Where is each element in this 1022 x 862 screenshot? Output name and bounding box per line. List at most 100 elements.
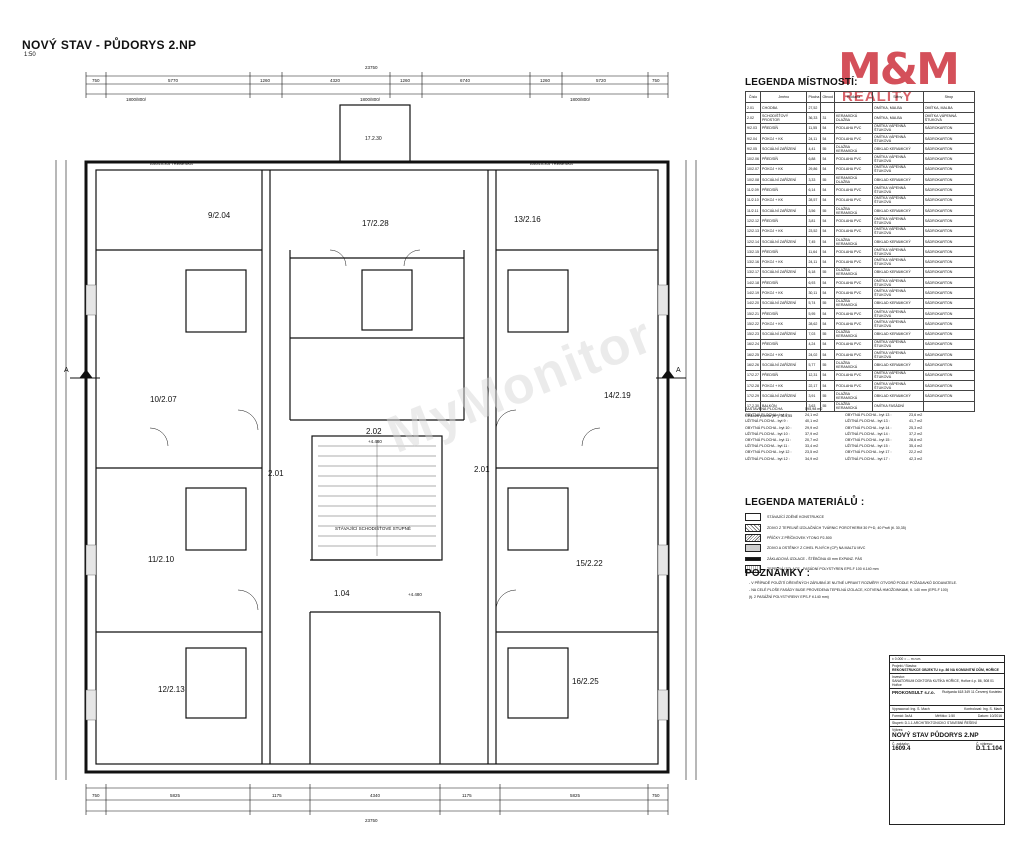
room-label: 2.01 <box>268 469 284 478</box>
dim: 5825 <box>570 793 581 798</box>
room-label: 1.04 <box>334 589 350 598</box>
room-label: 17.2.30 <box>365 136 382 142</box>
drawing-name: NOVÝ STAV PŮDORYS 2.NP <box>892 732 979 739</box>
notes-title: POZNÁMKY : <box>745 568 811 579</box>
note-item: (tj. 2 PASÁŽNÍ POLYSTYRENY EPS-F tl.140 … <box>749 595 829 599</box>
dim: 1260 <box>260 78 271 83</box>
room-table: Číslo Jméno Plocha Obvod Podlaha Stěny S… <box>745 91 976 412</box>
room-legend-title: LEGENDA MÍSTNOSTÍ: <box>745 77 858 88</box>
material-item: STÁVAJÍCÍ ZDĚNÉ KONSTRUKCE <box>745 512 985 522</box>
dim: 1800/800/ <box>126 97 147 102</box>
title-block: ± 0.000 = ... m.n.m. Projekt / Stavba: R… <box>889 655 1005 825</box>
wall-label: ANGLICKÁ TŘĚBENKA <box>530 161 573 166</box>
room-label: 13/2.16 <box>514 215 541 224</box>
dim: 5825 <box>170 793 181 798</box>
material-item: ZDIVO Z TEPELNĚ IZOLAČNÍCH TVÁRNIC POROT… <box>745 522 985 532</box>
section-mark: A <box>676 367 681 374</box>
material-item: TEPELNÁ IZOLACE - FASÁDNÍ POLYSTYREN EPS… <box>745 564 985 574</box>
room-label: 10/2.07 <box>150 395 177 404</box>
material-item: PŘÍČKY Z PŘÍČKOVEK YTONG P2-500 <box>745 533 985 543</box>
table-header-row: Číslo Jméno Plocha Obvod Podlaha Stěny S… <box>745 91 976 103</box>
room-legend: LEGENDA MÍSTNOSTÍ: Číslo Jméno Plocha Ob… <box>745 77 980 418</box>
job-number: 1609.4 <box>892 746 911 752</box>
dim-total: 23750 <box>365 818 378 823</box>
room-label: 2.02 <box>366 427 382 436</box>
material-legend: LEGENDA MATERIÁLŮ : STÁVAJÍCÍ ZDĚNÉ KONS… <box>745 497 985 574</box>
drawing-scale: 1:50 <box>24 52 36 58</box>
room-label: 2.01 <box>474 465 490 474</box>
notes-section: POZNÁMKY : - V PŘÍPADĚ POUŽITÍ DŘEVĚNÝCH… <box>745 568 985 600</box>
note-item: - V PŘÍPADĚ POUŽITÍ DŘEVĚNÝCH ZÁRUBNÍ JE… <box>749 581 958 585</box>
room-label: 16/2.25 <box>572 677 599 686</box>
dim: 1260 <box>540 78 551 83</box>
dim: 750 <box>92 78 100 83</box>
dim: 750 <box>652 78 660 83</box>
dim: 1175 <box>272 793 282 798</box>
level-label: +4.480 <box>368 439 382 444</box>
material-legend-title: LEGENDA MATERIÁLŮ : <box>745 497 865 508</box>
firm-block: PROKONSULT s.r.o. Rudyarda 618 349 11 Če… <box>890 689 1004 706</box>
note-item: - NA CELÉ PLOŠE FASÁDY BUDE PROVEDENA TE… <box>749 588 948 592</box>
dim: 5720 <box>596 78 607 83</box>
room-label: 12/2.13 <box>158 685 185 694</box>
room-label: 17/2.28 <box>362 219 389 228</box>
level-label: +4.480 <box>408 592 422 597</box>
dim: 750 <box>92 793 100 798</box>
room-label: 14/2.19 <box>604 391 631 400</box>
dim: 4320 <box>330 78 341 83</box>
material-item: ZÁKLADOVÁ IZOLACE - ŠTĚBČINA 40 mm EXPAN… <box>745 554 985 564</box>
floor-plan: 9/2.04 17/2.28 13/2.16 10/2.07 14/2.19 2… <box>55 65 697 823</box>
material-item: ZDIVO A OSTĚNKY Z CIHEL PLNÝCH (CP) NA M… <box>745 543 985 553</box>
dim: 1175 <box>462 793 472 798</box>
section-mark: A <box>64 367 69 374</box>
dim: 6740 <box>460 78 471 83</box>
dim: 4340 <box>370 793 381 798</box>
room-label: 11/2.10 <box>148 555 175 564</box>
stair-label: STÁVAJÍCÍ SCHODIŠŤOVÉ STUPNĚ <box>335 524 411 531</box>
room-label: 9/2.04 <box>208 211 231 220</box>
dim: 5770 <box>168 78 179 83</box>
dim: 1800/800/ <box>570 97 591 102</box>
dim: 1260 <box>400 78 411 83</box>
wall-label: ANGLICKÁ TŘĚBENKA <box>150 161 193 166</box>
dim: 1800/800/ <box>360 97 381 102</box>
dim-total: 23750 <box>365 65 378 70</box>
drawing-number: D.1.1.104 <box>975 746 1002 752</box>
